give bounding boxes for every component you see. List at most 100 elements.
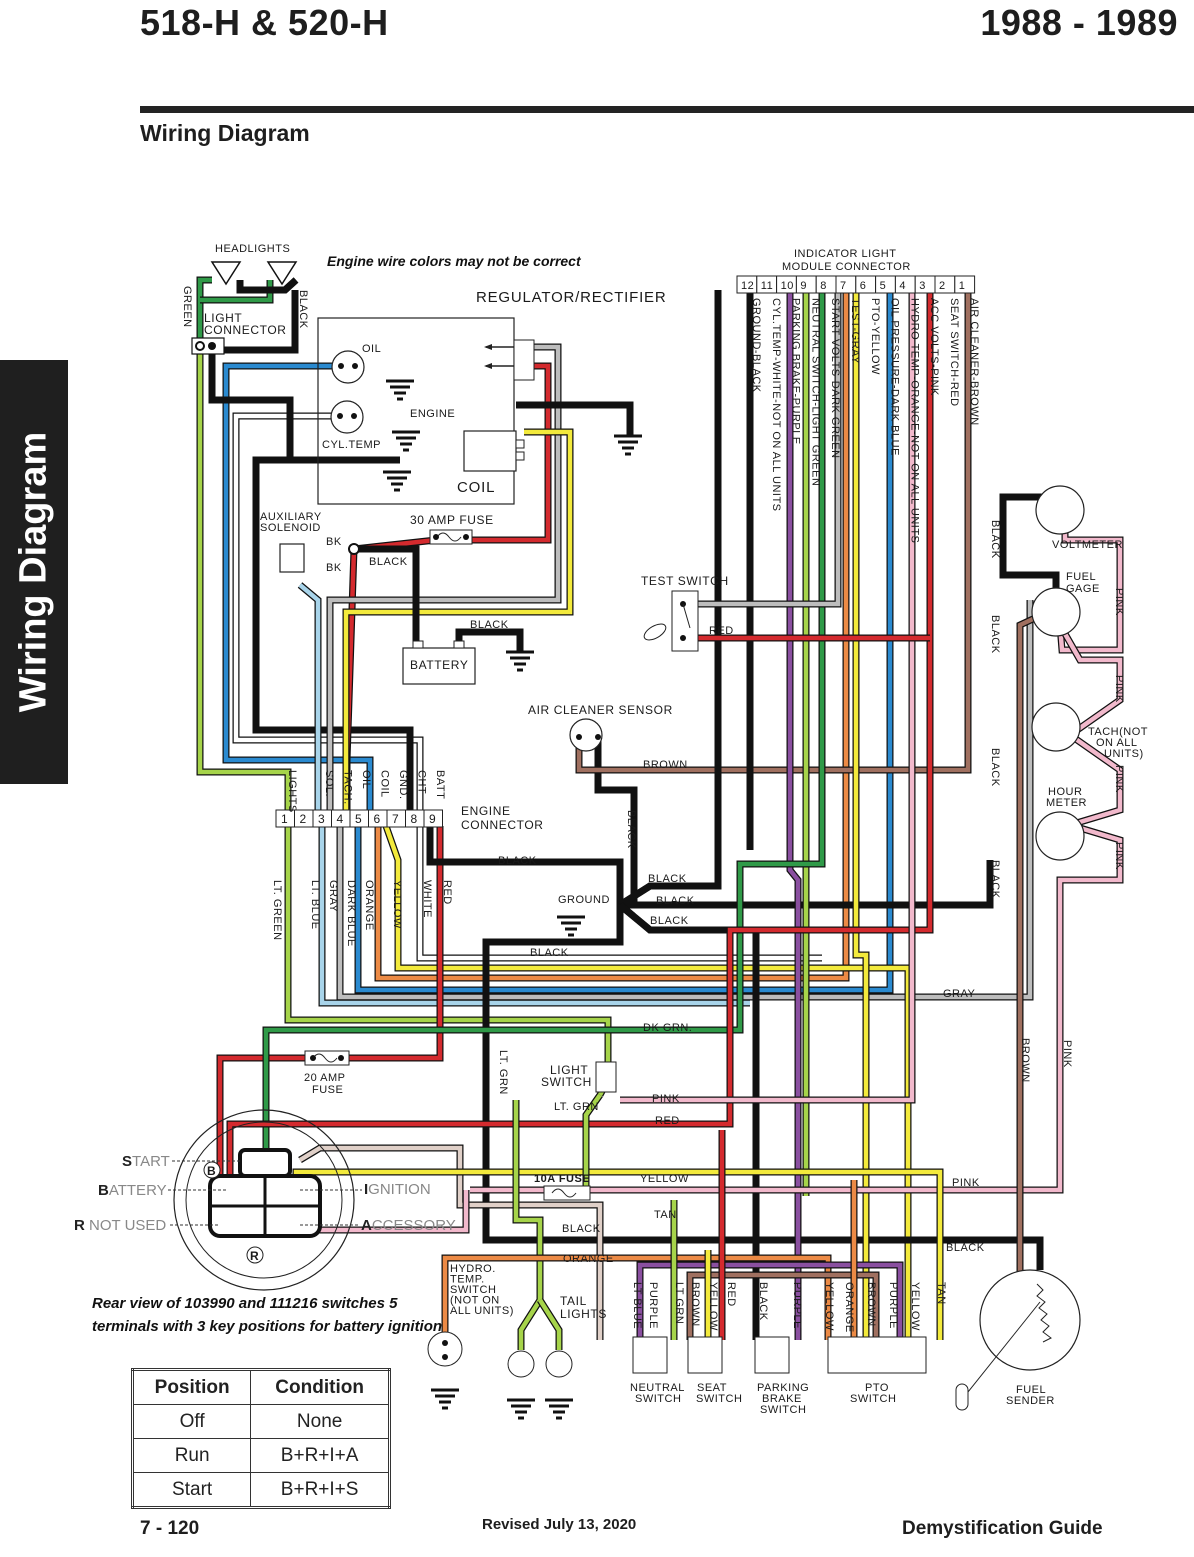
wire-black-connector	[212, 290, 299, 354]
wire-label-black-right: BLACK	[946, 1242, 985, 1254]
wire-pink-g4	[470, 822, 1123, 1193]
engine-color-note: Engine wire colors may not be correct	[327, 253, 581, 269]
indicator-pin-number: 3	[919, 280, 926, 292]
wire-label-orange: ORANGE	[563, 1253, 614, 1265]
wire-label-red-ls: RED	[655, 1115, 680, 1127]
engine-wire-color-label: DARK BLUE	[345, 880, 357, 947]
indicator-pin-number: 11	[761, 280, 773, 292]
hydro-temp-label-line: ALL UNITS)	[450, 1305, 514, 1317]
hydro-temp-label-line: SWITCH	[450, 1284, 496, 1296]
hydro-temp-label-line: TEMP.	[450, 1274, 485, 1286]
ground-icon	[390, 430, 422, 452]
engine-pin-label: TACH.	[342, 770, 354, 805]
wire-yellow-down	[383, 825, 911, 1340]
auxiliary-solenoid-icon	[279, 543, 305, 573]
voltmeter-label: VOLTMETER	[1052, 539, 1123, 551]
wire-label-black-5: BLACK	[530, 947, 569, 959]
indicator-pin-label: AIR CLEANER-BROWN	[968, 298, 980, 426]
tach-label-1: TACH(NOT	[1088, 726, 1148, 738]
fuel-sender-icon	[979, 1269, 1081, 1371]
wire-cyl-temp	[233, 413, 423, 810]
ignition-ignition-label: IGNITION	[364, 1181, 431, 1198]
tach-icon	[1031, 702, 1081, 752]
test-switch	[671, 590, 699, 652]
switch-wire-label: LT BLUE	[631, 1282, 643, 1329]
wire-module-pin-2	[227, 290, 933, 1185]
wire-black-ground-junction	[426, 826, 624, 905]
tail-light-left-icon	[507, 1350, 535, 1378]
solenoid-terminal	[348, 543, 360, 555]
hydro-temp-label-line: HYDRO.	[450, 1263, 496, 1275]
indicator-pin-label: SEAT SWITCH-RED	[948, 298, 960, 407]
svg-text:B: B	[207, 1164, 216, 1178]
wire-black-regulator-ground	[516, 401, 634, 436]
table-header-row: Position Condition	[131, 1369, 390, 1405]
engine-pin-label: OIL	[360, 770, 372, 789]
wire-pink-g1	[1057, 520, 1123, 653]
switch-wire-label: RED	[725, 1282, 737, 1307]
wire-label-gray: GRAY	[943, 988, 976, 1000]
terminal-b-icon	[203, 1161, 221, 1179]
wire-orange-down	[375, 290, 849, 981]
headlight-left-icon	[210, 261, 242, 286]
terminal-r-icon	[246, 1246, 264, 1264]
indicator-module-label-2: MODULE CONNECTOR	[782, 261, 911, 273]
float-arm-icon	[955, 1383, 969, 1411]
engine-pin-number: 5	[355, 812, 362, 826]
ground-icon	[504, 650, 536, 672]
wire-gray-regulator	[327, 344, 561, 810]
switch-wire-label: PURPLE	[791, 1282, 803, 1329]
aux-solenoid-label-1: AUXILIARY	[260, 511, 322, 523]
toggle-lever-icon	[643, 623, 667, 641]
wire-gnd	[252, 456, 414, 810]
light-connector-pin-2	[208, 342, 216, 350]
regulator-terminal	[513, 339, 535, 381]
wire-yellow-coil	[343, 429, 573, 810]
engine-pin-label: COIL	[379, 770, 391, 798]
switch-wire-label: BROWN	[689, 1282, 701, 1327]
engine-pin-number: 9	[429, 812, 436, 826]
wire-black-air-cleaner	[594, 737, 638, 905]
wire-label-brown-sensor: BROWN	[643, 759, 688, 771]
ignition-start-label: START	[122, 1153, 170, 1170]
svg-text:R: R	[250, 1249, 259, 1263]
fuse-20-label-2: FUSE	[312, 1084, 343, 1096]
wire-label-black-2: BLACK	[648, 873, 687, 885]
hour-meter-icon	[1035, 811, 1085, 861]
indicator-pin-label: OIL PRESSURE-DARK BLUE	[889, 298, 901, 456]
indicator-pin-number: 8	[820, 280, 827, 292]
revised-date: Revised July 13, 2020	[482, 1516, 637, 1533]
switch-wire-label: ORANGE	[843, 1282, 855, 1333]
engine-wire-color-label: YELLOW	[391, 880, 403, 929]
wire-purple-pto	[637, 1262, 903, 1340]
engine-pin-number: 6	[374, 812, 381, 826]
wire-label-bk-1: BK	[326, 536, 342, 548]
coil-label: COIL	[457, 479, 495, 496]
wire-label-brown-long: BROWN	[1019, 1038, 1031, 1083]
light-switch	[595, 1061, 617, 1093]
wire-green-headlight	[197, 277, 212, 346]
wire-lt-green-fuse	[583, 1093, 602, 1193]
engine-wire-color-label: LT. BLUE	[309, 880, 321, 930]
switch-wire-label: PURPLE	[647, 1282, 659, 1329]
wire-label-pink-g4: PINK	[1113, 842, 1125, 870]
parking-brake-switch	[754, 1336, 790, 1374]
indicator-pin-label: GROUND-BLACK	[750, 298, 762, 393]
ignition-accessory-label: ACCESSORY	[361, 1217, 456, 1234]
engine-pin-label: CHT	[416, 770, 428, 794]
headlights: HEADLIGHTS	[210, 243, 298, 286]
page-number: 7 - 120	[140, 1518, 200, 1539]
table-cell: Off	[131, 1404, 252, 1439]
indicator-pin-number: 10	[781, 280, 794, 292]
engine-pin-number: 7	[392, 812, 399, 826]
indicator-pin-number: 4	[899, 280, 906, 292]
indicator-pin-label: START VOLTS-DARK GREEN	[829, 298, 841, 459]
fuse-10-label: 10A FUSE	[534, 1173, 590, 1185]
hydro-temp-label-line: (NOT ON	[450, 1295, 500, 1307]
engine-pin-number: 8	[411, 812, 418, 826]
